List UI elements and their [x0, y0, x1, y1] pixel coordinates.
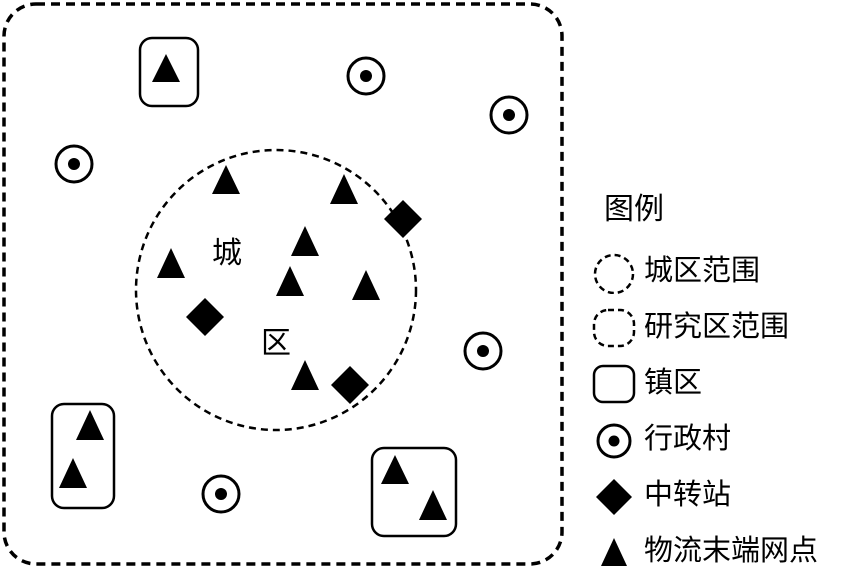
legend-item-village: 行政村 [582, 410, 850, 466]
urban-area-boundary [134, 148, 418, 432]
legend: 图例 城区范围 研究区范围 镇区 行政村 [582, 190, 850, 568]
dashed-rounded-rect-icon [592, 308, 636, 348]
transfer-station-icon [186, 298, 224, 336]
urban-label-cheng: 城 [212, 236, 242, 271]
town-box-bottom-left [50, 402, 116, 510]
legend-item-town: 镇区 [582, 354, 850, 410]
legend-label: 物流末端网点 [644, 533, 819, 567]
outlet-icon [419, 490, 447, 520]
legend-label: 中转站 [644, 477, 732, 511]
study-area-boundary [2, 2, 564, 566]
village-icon [346, 56, 386, 96]
village-icon [489, 95, 529, 135]
legend-item-transfer: 中转站 [582, 466, 850, 522]
village-icon [201, 474, 241, 514]
legend-item-study-boundary: 研究区范围 [582, 298, 850, 354]
legend-item-urban-boundary: 城区范围 [582, 242, 850, 298]
legend-label: 城区范围 [644, 253, 761, 287]
legend-label: 镇区 [644, 365, 703, 399]
outlet-icon [157, 248, 185, 278]
triangle-icon [601, 538, 627, 566]
diamond-icon [596, 479, 632, 515]
transfer-station-icon [331, 366, 369, 404]
village-icon [463, 331, 503, 371]
outlet-icon [352, 270, 380, 300]
rounded-rect-icon [592, 364, 636, 404]
outlet-icon [381, 455, 409, 484]
transfer-station-icon [384, 200, 422, 238]
outlet-icon [76, 410, 104, 440]
legend-title: 图例 [604, 192, 664, 227]
legend-label: 行政村 [644, 421, 732, 455]
outlet-icon [291, 226, 319, 256]
outlet-icon [212, 165, 240, 194]
outlet-icon [291, 360, 319, 390]
outlet-icon [152, 54, 180, 82]
outlet-icon [330, 174, 358, 204]
urban-label-qu: 区 [261, 326, 291, 361]
dashed-circle-icon [593, 253, 635, 294]
outlet-icon [276, 266, 304, 296]
circled-dot-icon [596, 423, 632, 459]
legend-item-outlet: 物流末端网点 [582, 522, 850, 578]
town-box-top [138, 36, 200, 108]
village-icon [54, 144, 94, 184]
outlet-icon [59, 458, 87, 488]
town-box-bottom-right [370, 446, 458, 538]
legend-label: 研究区范围 [644, 309, 790, 343]
